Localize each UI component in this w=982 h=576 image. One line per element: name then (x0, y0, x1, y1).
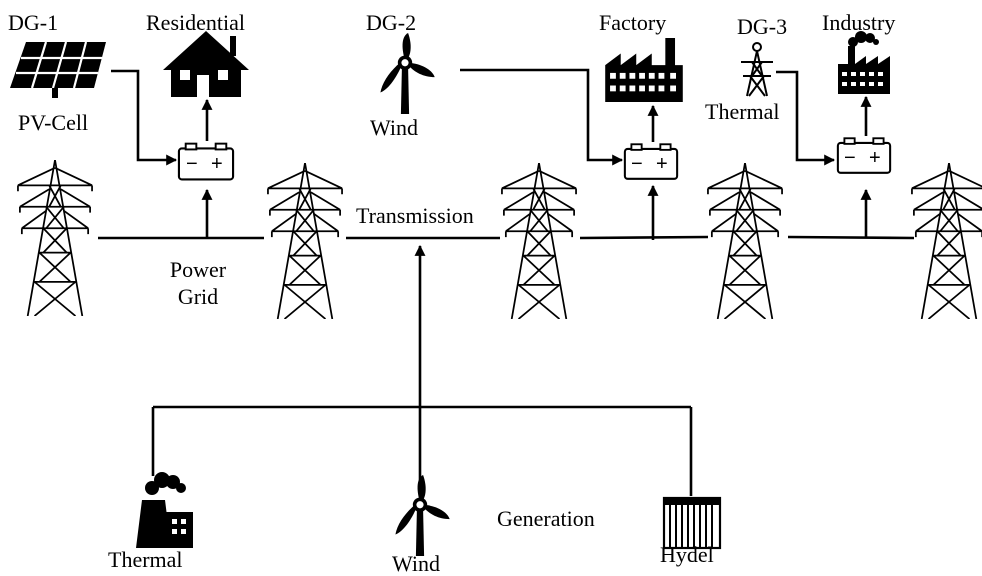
thermal-power-plant-icon (136, 472, 193, 548)
solar-panel-icon (10, 41, 106, 98)
industry-icon (838, 31, 890, 94)
hydel-dam-icon (662, 496, 722, 550)
transmission-tower-icon (17, 160, 93, 316)
transmission-tower-icon (501, 163, 577, 319)
battery-minus-sign: − (186, 153, 198, 175)
battery-plus-sign: + (656, 153, 668, 175)
transmission-tower-icon (707, 163, 783, 319)
house-icon (163, 31, 249, 97)
thermal-plant-icon (741, 42, 773, 97)
wind-turbine-icon (380, 33, 435, 114)
battery-plus-sign: + (211, 153, 223, 175)
wind-turbine-icon (395, 475, 450, 556)
power-grid-line (98, 235, 915, 240)
transmission-tower-icon (911, 163, 982, 319)
battery-minus-sign: − (631, 153, 643, 175)
factory-icon (605, 38, 683, 102)
transmission-tower-icon (267, 163, 343, 319)
feeder-lines (111, 68, 872, 240)
battery-plus-sign: + (869, 147, 881, 169)
generation-bus (151, 244, 693, 496)
battery-minus-sign: − (844, 147, 856, 169)
